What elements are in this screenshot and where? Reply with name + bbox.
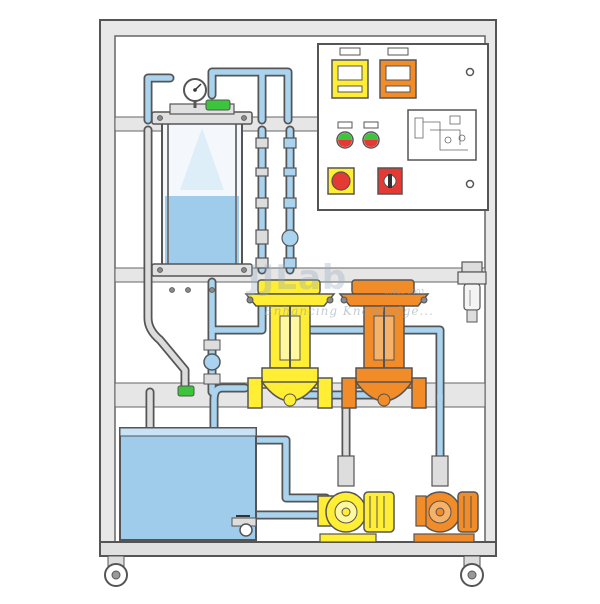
emergency-stop-button: [327, 167, 355, 195]
yellow-controller-display: [331, 59, 369, 99]
watermark-tagline: Enhancing Knowledge...: [264, 304, 434, 318]
caster-right: [460, 555, 484, 587]
indicator-lamp-right: [362, 131, 380, 149]
yellow-control-valve: [244, 279, 336, 409]
mimic-diagram: [407, 109, 477, 161]
orange-control-valve: [338, 279, 430, 409]
level-column: [151, 99, 253, 293]
main-isolator-switch: [377, 167, 403, 195]
caster-left: [104, 555, 128, 587]
yellow-pump: [317, 455, 395, 543]
orange-controller-display: [379, 59, 417, 99]
air-filter-regulator: [457, 261, 487, 323]
pipe-network: [143, 67, 445, 520]
pipe-fittings: [255, 137, 299, 269]
green-fitting: [177, 385, 195, 397]
reservoir-tank: [119, 427, 257, 541]
manual-valve: [203, 339, 221, 385]
control-panel: [317, 43, 489, 211]
watermark-logo: JJLab: [248, 258, 348, 298]
orange-pump: [413, 455, 479, 543]
watermark-since: SINCE 2001: [384, 288, 426, 296]
pressure-gauge: [183, 78, 207, 108]
indicator-lamp-left: [336, 131, 354, 149]
